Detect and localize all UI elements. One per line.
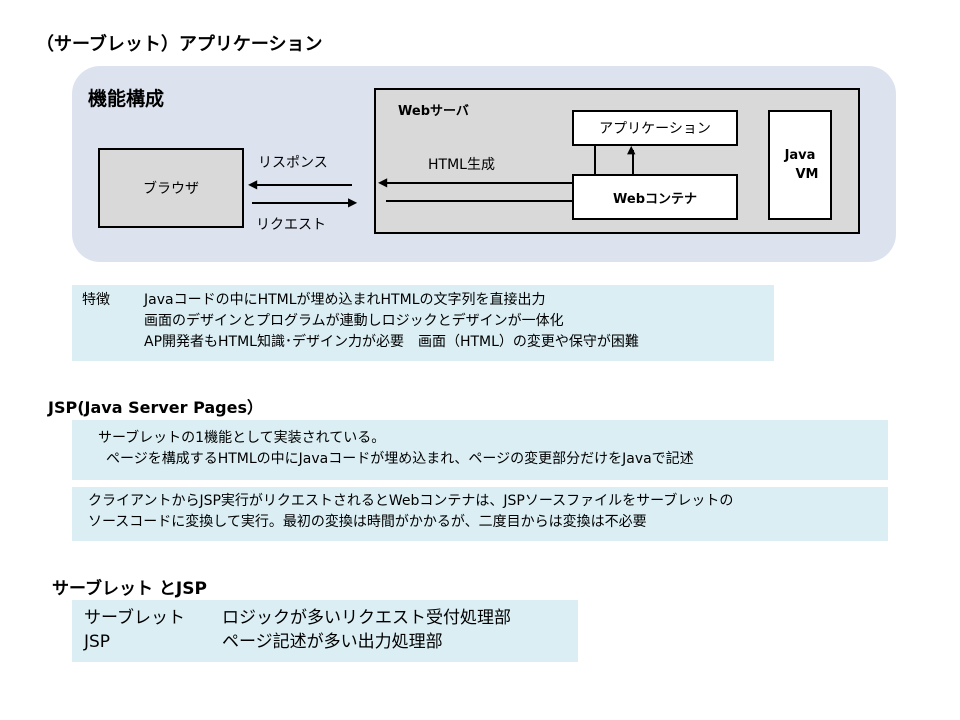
application-box: アプリケーション <box>572 110 738 146</box>
browser-box: ブラウザ <box>98 148 244 228</box>
container-input-line <box>386 200 574 202</box>
compare-name: サーブレット <box>84 608 185 628</box>
jsp-box-1: サーブレットの1機能として実装されている。 ページを構成するHTMLの中にJav… <box>72 420 888 480</box>
compare-heading: サーブレット とJSP <box>52 579 207 599</box>
compare-row: JSP ページ記述が多い出力処理部 <box>84 630 578 654</box>
webserver-label: Webサーバ <box>398 104 469 119</box>
browser-label: ブラウザ <box>143 181 199 197</box>
features-box: 特徴 Javaコードの中にHTMLが埋め込まれHTMLの文字列を直接出力 画面の… <box>72 285 774 361</box>
html-gen-arrow <box>384 182 574 184</box>
arrowhead-left-icon: ◀ <box>248 177 258 191</box>
diagram-heading: 機能構成 <box>88 88 165 110</box>
compare-name: JSP <box>84 632 111 652</box>
compare-desc: ロジックが多いリクエスト受付処理部 <box>222 608 511 628</box>
arrowhead-up-icon: ▲ <box>627 143 636 156</box>
response-arrow <box>252 184 352 186</box>
arrowhead-left-icon: ◀ <box>378 175 388 189</box>
jsp-line: クライアントからJSP実行がリクエストされるとWebコンテナは、JSPソースファ… <box>88 493 734 509</box>
request-arrow <box>252 202 352 204</box>
jsp-box-2: クライアントからJSP実行がリクエストされるとWebコンテナは、JSPソースファ… <box>72 487 888 541</box>
response-label: リスポンス <box>258 155 328 171</box>
jvm-label-1: Java <box>784 148 816 163</box>
connector-line <box>594 146 596 174</box>
compare-row: サーブレット ロジックが多いリクエスト受付処理部 <box>84 606 578 630</box>
application-label: アプリケーション <box>599 121 711 137</box>
request-label: リクエスト <box>256 217 326 233</box>
up-arrow <box>632 150 634 174</box>
container-label: Webコンテナ <box>613 191 697 207</box>
jsp-line: ページを構成するHTMLの中にJavaコードが埋め込まれ、ページの変更部分だけを… <box>106 451 694 467</box>
arrowhead-right-icon: ▶ <box>348 195 358 209</box>
feature-line: Javaコードの中にHTMLが埋め込まれHTMLの文字列を直接出力 <box>144 292 546 308</box>
compare-box: サーブレット ロジックが多いリクエスト受付処理部 JSP ページ記述が多い出力処理部 <box>72 600 578 662</box>
compare-desc: ページ記述が多い出力処理部 <box>222 632 443 652</box>
html-gen-label: HTML生成 <box>428 157 495 173</box>
feature-line: 画面のデザインとプログラムが連動しロジックとデザインが一体化 <box>144 313 564 329</box>
features-label: 特徴 <box>82 292 110 308</box>
jsp-line: サーブレットの1機能として実装されている。 <box>98 430 386 446</box>
feature-line: AP開発者もHTML知識･デザイン力が必要 画面（HTML）の変更や保守が困難 <box>144 334 639 350</box>
page-title: （サーブレット）アプリケーション <box>36 34 323 55</box>
jvm-label-2: VM <box>795 167 819 182</box>
jsp-line: ソースコードに変換して実行。最初の変換は時間がかかるが、二度目からは変換は不必要 <box>88 514 647 530</box>
jsp-heading: JSP(Java Server Pages） <box>48 398 263 417</box>
web-container-box: Webコンテナ <box>572 174 738 220</box>
architecture-diagram: 機能構成 ブラウザ リスポンス ◀ ▶ リクエスト Webサーバ HTML生成 … <box>72 66 896 262</box>
